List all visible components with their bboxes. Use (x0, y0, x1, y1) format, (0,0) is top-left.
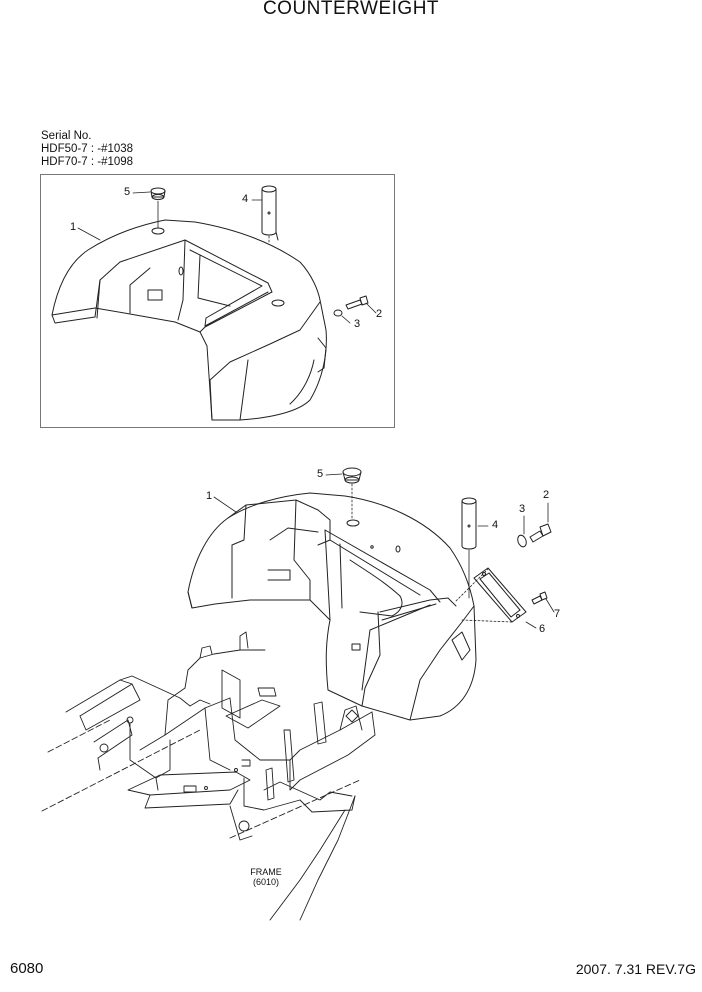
main-counterweight-assembly (187, 467, 555, 721)
inset-label-2: 2 (376, 308, 383, 320)
main-leader-lines (213, 473, 555, 629)
inset-counterweight-body (51, 219, 327, 421)
main-label-1: 1 (206, 490, 213, 502)
main-label-3: 3 (519, 503, 526, 515)
serial-line-hdf50: HDF50-7 : -#1038 (41, 143, 134, 155)
inset-washer-part3 (333, 309, 343, 317)
main-pin-part4 (461, 497, 477, 550)
inset-label-4: 4 (242, 193, 249, 205)
inset-label-3: 3 (354, 318, 361, 330)
main-label-5: 5 (317, 468, 324, 480)
main-plug-part5 (342, 467, 362, 484)
inset-plug-part5 (150, 187, 166, 200)
frame-catalog-ref: (6010) (252, 877, 279, 887)
main-washer-part3 (517, 534, 527, 548)
inset-label-1: 1 (70, 221, 77, 233)
main-bolt-part2 (529, 523, 552, 543)
main-label-6: 6 (539, 623, 546, 635)
serial-line-hdf70: HDF70-7 : -#1098 (41, 156, 134, 168)
page-number: 6080 (10, 960, 44, 977)
main-counterweight-body (187, 492, 477, 721)
inset-label-5: 5 (124, 186, 131, 198)
main-plate-part6 (473, 567, 527, 623)
inset-leader-lines (77, 191, 377, 324)
frame-reference: FRAME (6010) (236, 867, 296, 887)
page-title: COUNTERWEIGHT (262, 0, 440, 19)
serial-heading: Serial No. (41, 130, 92, 142)
serial-number-note: Serial No. HDF50-7 : -#1038 HDF70-7 : -#… (41, 130, 133, 169)
inset-counterweight-assembly (51, 185, 377, 421)
frame-assembly (41, 631, 376, 921)
revision-date: 2007. 7.31 REV.7G (575, 961, 696, 977)
main-screw-part7 (531, 591, 548, 605)
inset-frame (40, 174, 395, 428)
inset-pin-part4 (261, 185, 279, 241)
inset-bolt-part2 (345, 295, 369, 310)
main-label-4: 4 (492, 519, 499, 531)
main-label-2: 2 (543, 489, 550, 501)
frame-label: FRAME (250, 867, 282, 877)
main-label-7: 7 (554, 608, 561, 620)
